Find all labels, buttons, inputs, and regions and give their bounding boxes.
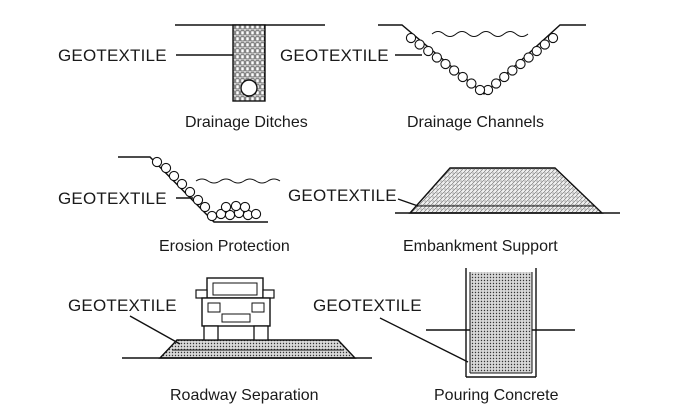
stone: [515, 58, 526, 70]
stone: [547, 32, 559, 44]
geotextile-label: GEOTEXTILE: [68, 296, 177, 315]
panel-roadway-separation: GEOTEXTILE Roadway Separation: [68, 277, 372, 404]
caption-drainage-ditches: Drainage Ditches: [185, 114, 308, 131]
stone: [499, 71, 510, 83]
label-leader-line: [379, 317, 469, 363]
caption-roadway-separation: Roadway Separation: [170, 387, 319, 404]
panel-pouring-concrete: GEOTEXTILE Pouring Concrete: [313, 268, 575, 404]
stone: [230, 200, 242, 212]
erosion-stones: [151, 156, 262, 222]
concrete-form-illustration: [426, 268, 575, 378]
stone: [414, 39, 425, 50]
stone: [220, 201, 232, 213]
geotextile-label: GEOTEXTILE: [58, 189, 167, 208]
caption-embankment-support: Embankment Support: [403, 238, 558, 255]
panel-drainage-ditches: GEOTEXTILE Drainage Ditches: [58, 24, 325, 131]
panel-embankment-support: GEOTEXTILE Embankment Support: [288, 167, 620, 255]
geotextile-label: GEOTEXTILE: [58, 46, 167, 65]
geotextile-label: GEOTEXTILE: [313, 296, 422, 315]
truck-icon: [195, 277, 275, 341]
stone: [206, 210, 218, 222]
stone: [474, 84, 486, 96]
panel-drainage-channels: GEOTEXTILE Drainage Channels: [280, 24, 586, 131]
stone: [423, 45, 434, 57]
caption-pouring-concrete: Pouring Concrete: [434, 387, 559, 404]
label-leader-line: [129, 315, 181, 345]
geotextile-label: GEOTEXTILE: [288, 186, 397, 205]
panel-erosion-protection: GEOTEXTILE Erosion Protection: [58, 156, 290, 255]
stone: [405, 32, 417, 44]
embankment-illustration: [395, 167, 620, 214]
stone: [507, 65, 518, 76]
stone: [440, 58, 451, 70]
stone: [531, 45, 542, 57]
stone: [176, 178, 188, 190]
stone: [239, 201, 251, 213]
caption-erosion-protection: Erosion Protection: [159, 238, 290, 255]
stone: [151, 156, 163, 168]
stone: [192, 194, 204, 206]
stone: [457, 71, 468, 83]
stone: [199, 201, 211, 213]
label-leader-line: [397, 198, 419, 207]
stone: [523, 52, 534, 63]
stone: [466, 78, 477, 89]
stone: [250, 208, 262, 220]
stone: [448, 65, 460, 76]
stone: [490, 78, 502, 89]
stone: [431, 52, 443, 63]
channel-stones: [405, 32, 559, 96]
stone: [160, 162, 172, 174]
stone: [184, 186, 196, 198]
stone: [168, 170, 180, 182]
caption-drainage-channels: Drainage Channels: [407, 114, 544, 131]
stone: [539, 39, 551, 50]
erosion-illustration: [118, 156, 281, 223]
roadway-illustration: [122, 277, 372, 359]
channel-illustration: [378, 24, 586, 96]
geotextile-label: GEOTEXTILE: [280, 46, 389, 65]
ditch-illustration: [175, 24, 325, 102]
